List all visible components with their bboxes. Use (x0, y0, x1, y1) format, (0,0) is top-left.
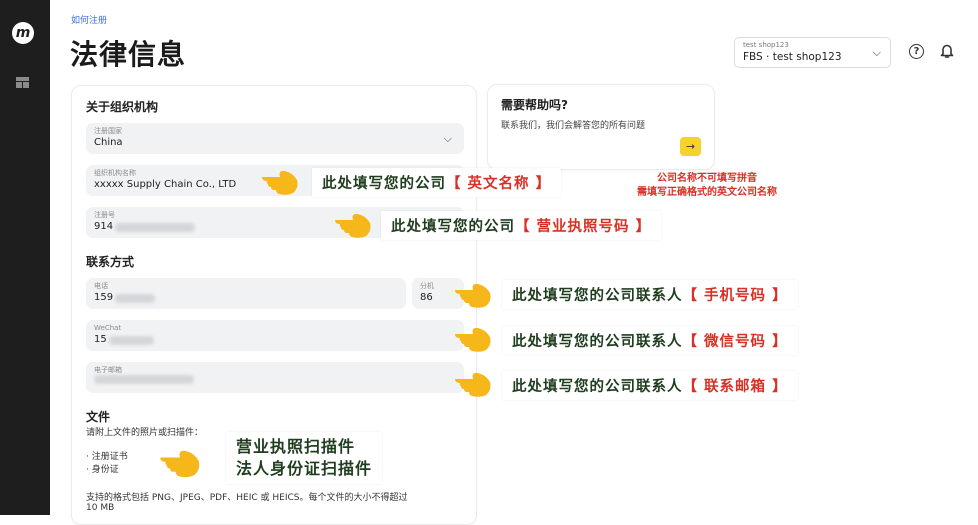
bell-icon[interactable] (940, 43, 954, 59)
phone-label: 电话 (94, 281, 398, 291)
shop-select-value: FBS · test shop123 (743, 50, 882, 64)
grid-icon[interactable] (16, 77, 29, 88)
redacted-value (115, 294, 155, 303)
sidebar: m (0, 0, 50, 515)
annotation-org-name: 此处填写您的公司【 英文名称 】 (312, 168, 561, 197)
redacted-value (109, 336, 154, 345)
redacted-value (94, 375, 194, 384)
help-card-title: 需要帮助吗? (501, 96, 701, 113)
country-select[interactable]: 注册国家 China ⌵ (86, 123, 464, 154)
annotation-wechat: 此处填写您的公司联系人【 微信号码 】 (502, 326, 798, 355)
how-to-register-link[interactable]: 如何注册 (71, 13, 107, 26)
chevron-down-icon: ⌵ (873, 46, 881, 60)
page-title: 法律信息 (70, 33, 186, 73)
help-card: 需要帮助吗? 联系我们，我们会解答您的所有问题 → (487, 84, 715, 170)
pointing-hand-icon (158, 447, 202, 479)
shop-select[interactable]: test shop123 FBS · test shop123 ⌵ (734, 37, 891, 68)
annotation-reg-number: 此处填写您的公司【 营业执照号码 】 (381, 211, 661, 240)
phone-value: 159 (94, 291, 113, 305)
redacted-value (115, 223, 195, 232)
files-section-title: 文件 (86, 408, 110, 425)
extension-value: 86 (420, 291, 456, 305)
org-section-title: 关于组织机构 (86, 98, 158, 115)
help-icon[interactable]: ? (909, 44, 924, 59)
files-formats: 支持的格式包括 PNG、JPEG、PDF、HEIC 或 HEICS。每个文件的大… (86, 490, 408, 503)
contact-section-title: 联系方式 (86, 253, 134, 270)
wechat-input[interactable]: WeChat 15 (86, 320, 464, 351)
email-label: 电子邮箱 (94, 365, 456, 375)
help-card-text: 联系我们，我们会解答您的所有问题 (501, 118, 701, 131)
annotation-email: 此处填写您的公司联系人【 联系邮箱 】 (502, 371, 798, 400)
chevron-down-icon: ⌵ (444, 132, 452, 146)
pointing-hand-icon (333, 211, 373, 239)
extension-label: 分机 (420, 281, 456, 291)
marketplace-logo-icon[interactable]: m (12, 22, 34, 44)
email-input[interactable]: 电子邮箱 (86, 362, 464, 393)
country-value: China (94, 136, 456, 150)
annotation-name-note: 公司名称不可填写拼音需填写正确格式的英文公司名称 (602, 172, 812, 200)
main-content: 如何注册 法律信息 test shop123 FBS · test shop12… (50, 0, 978, 515)
shop-select-label: test shop123 (743, 41, 882, 50)
annotation-phone: 此处填写您的公司联系人【 手机号码 】 (502, 280, 798, 309)
country-label: 注册国家 (94, 126, 456, 136)
reg-number-value: 914 (94, 220, 113, 234)
pointing-hand-icon (453, 281, 493, 309)
arrow-right-button[interactable]: → (680, 137, 701, 156)
annotation-files: 营业执照扫描件法人身份证扫描件 (226, 432, 382, 484)
pointing-hand-icon (453, 370, 493, 398)
file-item-id: · 身份证 (86, 462, 119, 475)
wechat-value: 15 (94, 333, 107, 347)
file-item-certificate: · 注册证书 (86, 449, 128, 462)
pointing-hand-icon (260, 168, 300, 196)
files-size-limit: 10 MB (86, 503, 114, 513)
pointing-hand-icon (453, 325, 493, 353)
wechat-label: WeChat (94, 323, 456, 333)
files-intro: 请附上文件的照片或扫描件： (86, 425, 203, 438)
phone-input[interactable]: 电话 159 (86, 278, 406, 309)
